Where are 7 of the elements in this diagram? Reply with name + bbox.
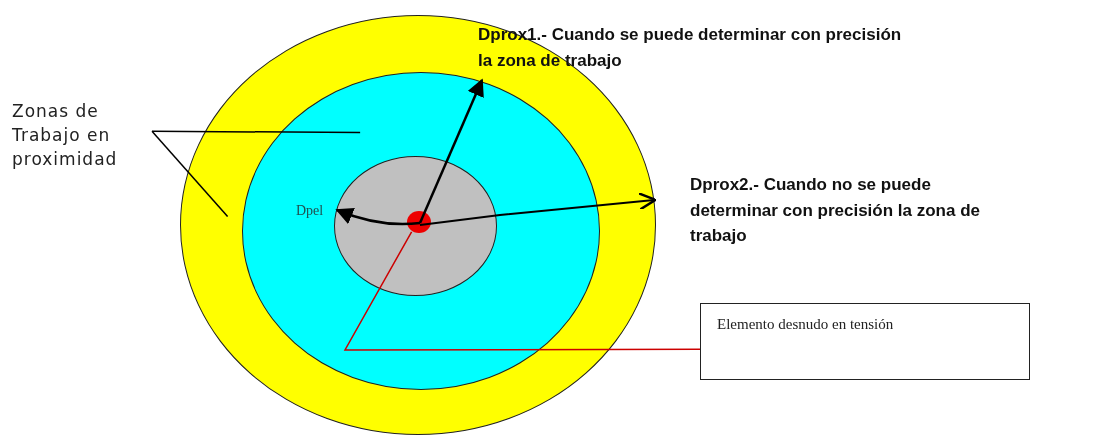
zone-label: Zonas de Trabajo en proximidad: [12, 100, 152, 172]
leader-line: [151, 130, 229, 218]
distance-label: Dpel: [296, 202, 325, 220]
leader-line: [151, 130, 361, 134]
leader-line: [343, 231, 701, 351]
callout-box: Elemento desnudo en tensión: [700, 303, 1030, 380]
distance-description: Dprox2.- Cuando no se puede determinar con precisión la zona de trabajo: [690, 174, 982, 247]
